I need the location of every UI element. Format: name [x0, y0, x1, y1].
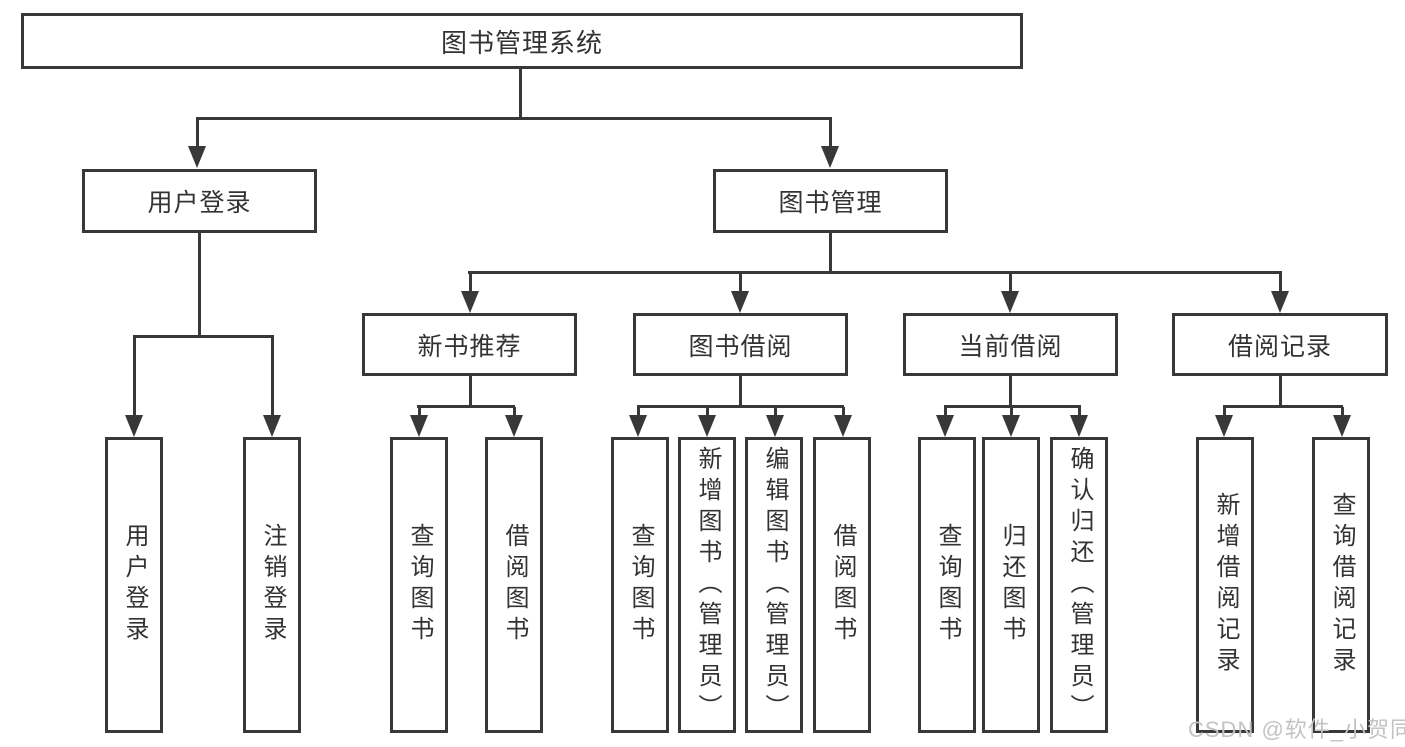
arrowhead — [505, 415, 523, 437]
arrowhead — [936, 415, 954, 437]
arrowhead — [1333, 415, 1351, 437]
arrowhead — [731, 291, 749, 313]
line — [133, 336, 136, 416]
node-query-borrow-record: 查询借阅记录 — [1312, 437, 1370, 733]
arrowhead — [1215, 415, 1233, 437]
line — [739, 273, 742, 292]
line — [469, 273, 472, 292]
arrowhead — [410, 415, 428, 437]
arrowhead — [1271, 291, 1289, 313]
node-current-borrowing: 当前借阅 — [903, 313, 1118, 376]
line — [1009, 376, 1012, 407]
line — [1279, 273, 1282, 292]
node-return-book: 归还图书 — [982, 437, 1040, 733]
arrowhead — [1070, 415, 1088, 437]
line — [944, 407, 947, 417]
node-user-login: 用户登录 — [82, 169, 317, 233]
line — [1341, 407, 1344, 417]
node-root: 图书管理系统 — [21, 13, 1023, 69]
line — [637, 407, 640, 417]
line — [1279, 376, 1282, 407]
node-add-borrow-record: 新增借阅记录 — [1196, 437, 1254, 733]
line — [774, 407, 777, 417]
line — [133, 335, 274, 338]
line — [739, 376, 742, 407]
line — [196, 118, 199, 147]
line — [829, 233, 832, 274]
arrowhead — [1001, 291, 1019, 313]
line — [637, 405, 844, 408]
node-borrow-books: 借阅图书 — [813, 437, 871, 733]
line — [513, 407, 516, 417]
arrowhead — [766, 415, 784, 437]
line — [1223, 405, 1343, 408]
node-query-books-borrow: 查询图书 — [611, 437, 669, 733]
line — [196, 117, 832, 120]
arrowhead — [629, 415, 647, 437]
node-confirm-return-admin: 确认归还（管理员） — [1050, 437, 1108, 733]
node-new-book-recommend: 新书推荐 — [362, 313, 577, 376]
watermark: CSDN @软件_小贺同学 — [1188, 717, 1405, 742]
node-book-management: 图书管理 — [713, 169, 948, 233]
arrowhead — [461, 291, 479, 313]
arrowhead — [125, 415, 143, 437]
line — [469, 376, 472, 407]
line — [706, 407, 709, 417]
node-add-book-admin: 新增图书（管理员） — [678, 437, 736, 733]
arrowhead — [834, 415, 852, 437]
line — [829, 118, 832, 147]
node-book-borrowing: 图书借阅 — [633, 313, 848, 376]
line — [1010, 407, 1013, 417]
line — [271, 336, 274, 416]
line — [417, 405, 515, 408]
line — [468, 271, 1282, 274]
node-query-books-recommend: 查询图书 — [390, 437, 448, 733]
line — [842, 407, 845, 417]
line — [198, 233, 201, 337]
node-query-books-current: 查询图书 — [918, 437, 976, 733]
arrowhead — [1002, 415, 1020, 437]
arrowhead — [821, 146, 839, 168]
node-logout: 注销登录 — [243, 437, 301, 733]
line — [944, 405, 1081, 408]
line — [418, 407, 421, 417]
node-borrowing-records: 借阅记录 — [1172, 313, 1388, 376]
node-login: 用户登录 — [105, 437, 163, 733]
line — [1009, 273, 1012, 292]
line — [519, 69, 522, 118]
arrowhead — [263, 415, 281, 437]
line — [1078, 407, 1081, 417]
arrowhead — [698, 415, 716, 437]
line — [1223, 407, 1226, 417]
node-edit-book-admin: 编辑图书（管理员） — [745, 437, 803, 733]
arrowhead — [188, 146, 206, 168]
node-borrow-books-recommend: 借阅图书 — [485, 437, 543, 733]
